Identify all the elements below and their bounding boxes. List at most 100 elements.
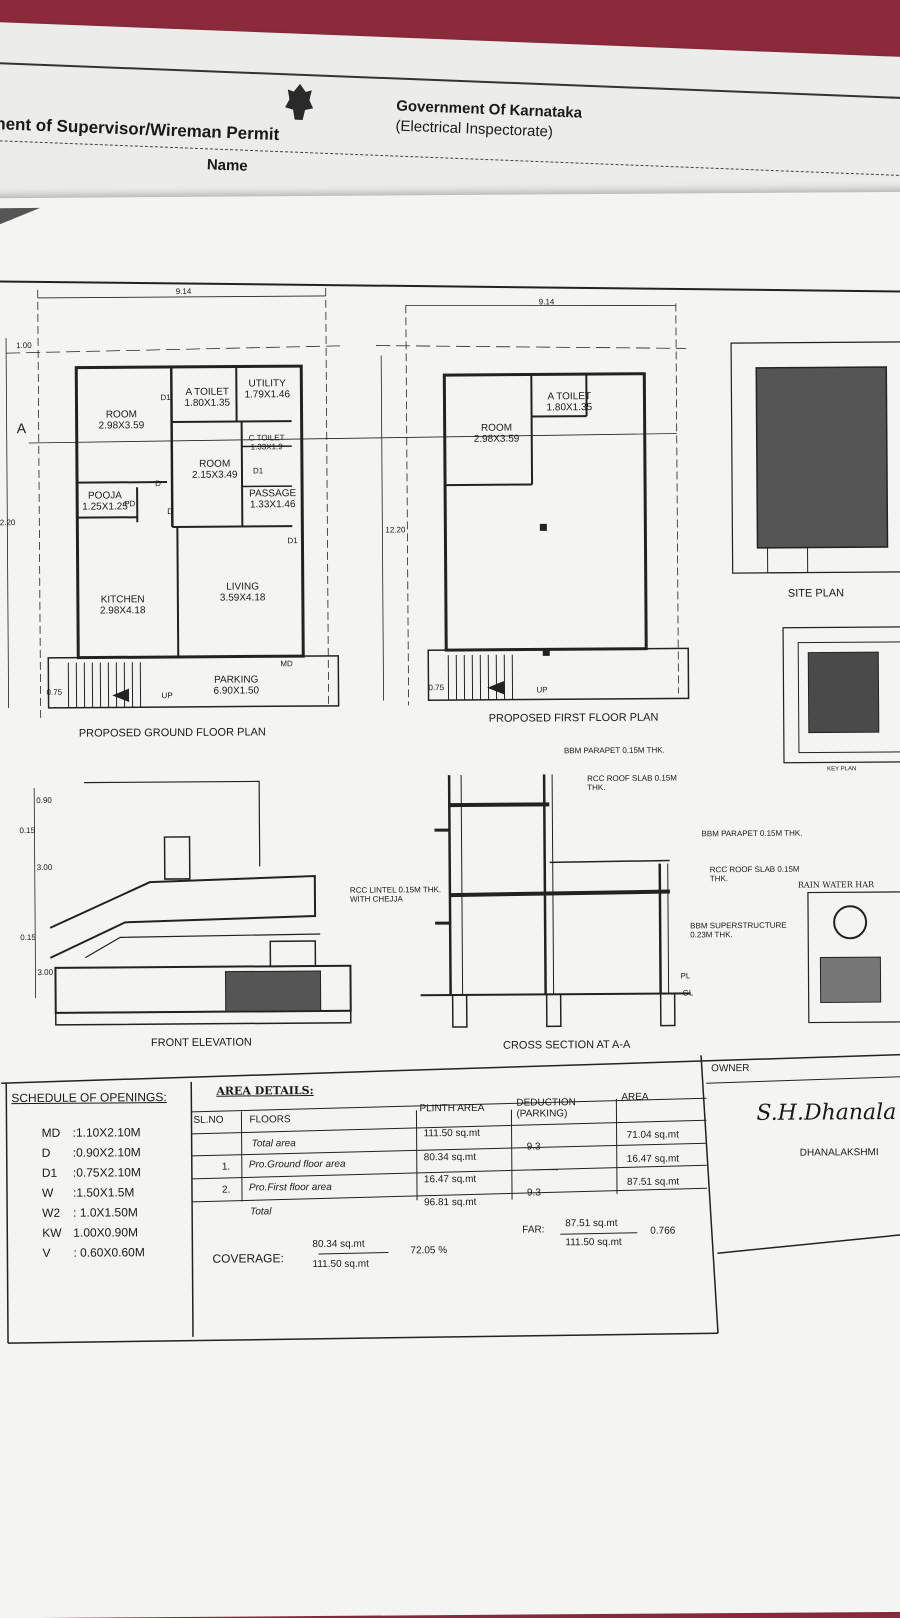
site-plan bbox=[731, 342, 900, 763]
note-lintel: RCC LINTEL 0.15M THK. WITH CHEJJA bbox=[350, 885, 450, 904]
note-superstructure: BBM SUPERSTRUCTURE 0.23M THK. bbox=[690, 921, 810, 940]
key-caption: KEY PLAN bbox=[827, 766, 856, 772]
schedule-row: MD:1.10X2.10M bbox=[42, 1122, 146, 1143]
area-header-deduction: DEDUCTION (PARKING) bbox=[516, 1097, 606, 1120]
door-tag: D1 bbox=[160, 393, 170, 402]
elev-dim: 0.90 bbox=[36, 796, 52, 805]
owner-name: DHANALAKSHMI bbox=[800, 1147, 879, 1159]
permit-rule bbox=[0, 140, 900, 178]
schedule-row: D:0.90X2.10M bbox=[42, 1142, 146, 1163]
schedule-title: SCHEDULE OF OPENINGS: bbox=[11, 1090, 166, 1105]
front-elevation bbox=[34, 781, 351, 1025]
name-label: Name bbox=[207, 156, 248, 175]
area-cell: 111.50 sq.mt bbox=[424, 1128, 480, 1139]
drawing-lines bbox=[0, 192, 900, 1618]
area-cell: 2. bbox=[222, 1185, 230, 1196]
schedule-row: D1:0.75X2.10M bbox=[42, 1162, 146, 1183]
area-cell: 16.47 sq.mt bbox=[627, 1153, 679, 1164]
ground-caption: PROPOSED GROUND FLOOR PLAN bbox=[79, 726, 266, 739]
coverage-pct: 72.05 % bbox=[410, 1245, 447, 1256]
door-tag: D1 bbox=[287, 536, 297, 545]
section-caption: CROSS SECTION AT A-A bbox=[503, 1039, 630, 1052]
area-cell: 1. bbox=[222, 1162, 230, 1173]
note-parapet-top: BBM PARAPET 0.15M THK. bbox=[564, 746, 665, 756]
note-gl: GL bbox=[683, 988, 694, 997]
site-caption: SITE PLAN bbox=[788, 587, 844, 599]
door-tag: D1 bbox=[253, 466, 263, 475]
elev-dim: 3.00 bbox=[37, 863, 53, 872]
schedule-row: W2: 1.0X1.50M bbox=[42, 1202, 146, 1223]
offset-dim: 1.00 bbox=[16, 341, 32, 350]
area-cell: 96.81 sq.mt bbox=[424, 1197, 476, 1208]
area-cell: 80.34 sq.mt bbox=[424, 1152, 476, 1163]
door-tag: PD bbox=[124, 499, 135, 508]
permit-title: nent of Supervisor/Wireman Permit bbox=[0, 114, 280, 145]
owner-label: OWNER bbox=[711, 1063, 749, 1074]
door-tag: MD bbox=[280, 659, 293, 668]
ff-width-dim: 9.14 bbox=[539, 297, 555, 306]
width-dim: 9.14 bbox=[176, 287, 192, 296]
area-cell: 16.47 sq.mt bbox=[424, 1174, 476, 1185]
area-cell: -------- bbox=[532, 1164, 559, 1175]
gov-subtitle: (Electrical Inspectorate) bbox=[395, 118, 553, 141]
first-caption: PROPOSED FIRST FLOOR PLAN bbox=[489, 712, 659, 725]
schedule-table: MD:1.10X2.10M D:0.90X2.10M D1:0.75X2.10M… bbox=[42, 1122, 146, 1263]
far-den: 111.50 sq.mt bbox=[565, 1237, 621, 1248]
ff-up-label: UP bbox=[536, 685, 547, 694]
coverage-den: 111.50 sq.mt bbox=[312, 1259, 368, 1270]
area-cell: Pro.Ground floor area bbox=[249, 1159, 346, 1171]
area-cell: 87.51 sq.mt bbox=[627, 1176, 679, 1187]
owner-signature: S.H.Dhanala bbox=[756, 1100, 896, 1126]
door-tag: D bbox=[155, 479, 161, 488]
ff-stair-dim: 0.75 bbox=[428, 683, 444, 692]
area-header-floors: FLOORS bbox=[249, 1114, 290, 1125]
elev-dim: 0.15 bbox=[20, 933, 36, 942]
header-rule bbox=[0, 62, 900, 101]
elev-dim: 3.00 bbox=[37, 968, 53, 977]
note-parapet-mid: BBM PARAPET 0.15M THK. bbox=[701, 828, 821, 838]
area-cell: 9.3 bbox=[527, 1187, 541, 1198]
note-roof-slab-mid: RCC ROOF SLAB 0.15M THK. bbox=[710, 865, 810, 884]
area-cell: 9.3 bbox=[527, 1141, 541, 1152]
area-header-plinth: PLINTH AREA bbox=[419, 1103, 484, 1114]
area-header-slno: SL.NO bbox=[193, 1115, 223, 1126]
coverage-num: 80.34 sq.mt bbox=[312, 1239, 364, 1250]
stair-dim: 0.75 bbox=[46, 688, 62, 697]
area-cell: 71.04 sq.mt bbox=[627, 1129, 679, 1140]
up-label: UP bbox=[161, 691, 172, 700]
ff-height-dim: 12.20 bbox=[385, 525, 405, 534]
note-roof-slab-top: RCC ROOF SLAB 0.15M THK. bbox=[587, 773, 687, 792]
far-value: 0.766 bbox=[650, 1226, 675, 1237]
far-label: FAR: bbox=[522, 1224, 544, 1235]
area-cell: Total bbox=[250, 1206, 271, 1217]
coverage-label: COVERAGE: bbox=[212, 1251, 283, 1265]
schedule-row: W:1.50X1.5M bbox=[42, 1182, 146, 1203]
area-header-area: AREA bbox=[621, 1092, 648, 1103]
far-num: 87.51 sq.mt bbox=[565, 1218, 617, 1229]
emblem-icon bbox=[281, 81, 319, 122]
area-cell: Total area bbox=[252, 1138, 296, 1149]
first-floor-plan bbox=[376, 303, 689, 705]
elevation-caption: FRONT ELEVATION bbox=[151, 1036, 252, 1049]
area-title: AREA DETAILS: bbox=[216, 1084, 313, 1098]
cross-section bbox=[419, 773, 691, 1027]
rain-water-pit bbox=[808, 892, 900, 1023]
schedule-row: V: 0.60X0.60M bbox=[42, 1242, 146, 1263]
elev-dim: 0.15 bbox=[19, 826, 35, 835]
section-marker: A bbox=[17, 420, 26, 436]
door-tag: D bbox=[167, 507, 173, 516]
